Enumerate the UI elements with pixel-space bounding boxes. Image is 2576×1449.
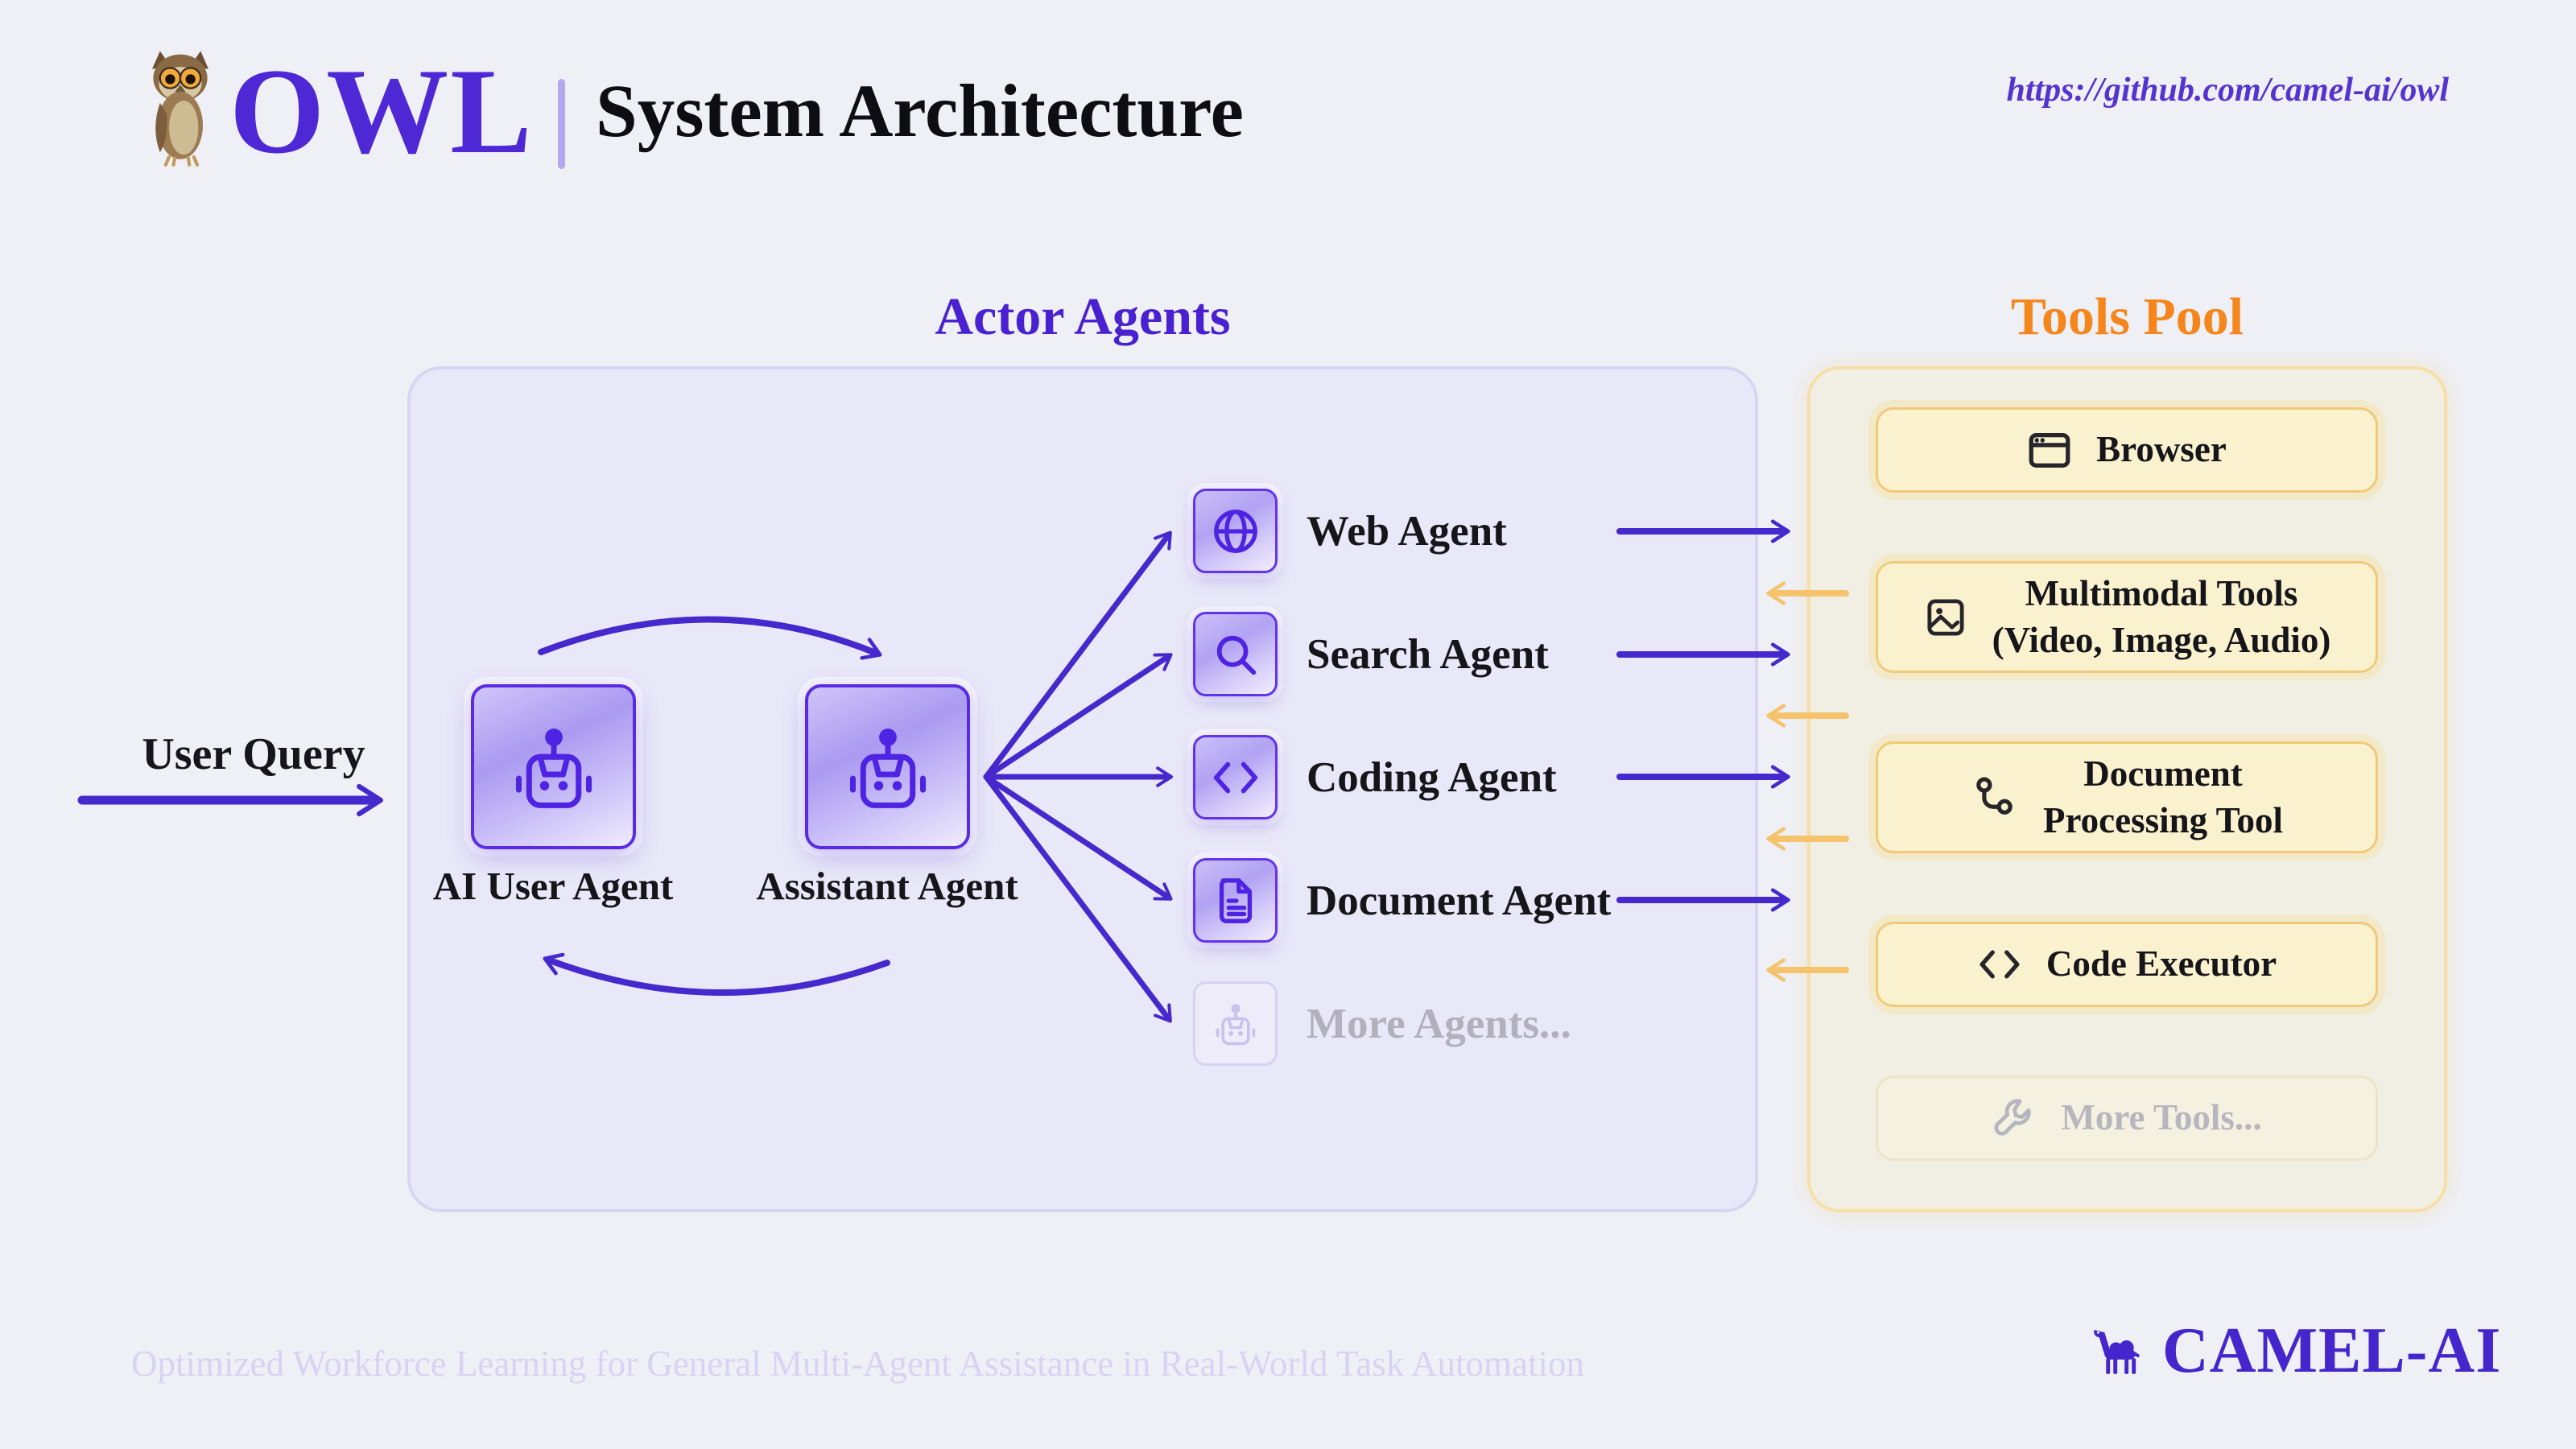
tool-label: Document Processing Tool (2043, 753, 2283, 840)
camel-ai-brand: CAMEL-AI (2085, 1315, 2501, 1388)
owl-logo-icon (152, 51, 208, 167)
assistant-agent-label: Assistant Agent (756, 864, 1018, 908)
brand-title: OWL (229, 43, 534, 179)
agent-row-more-agents: More Agents... (1193, 981, 1611, 1066)
user-query-label: User Query (142, 729, 365, 779)
search-icon (1193, 612, 1278, 696)
robot-icon (1193, 981, 1278, 1066)
robot-icon (836, 716, 939, 819)
agent-row-web-agent: Web Agent (1193, 489, 1611, 573)
actor-agents-title: Actor Agents (935, 287, 1231, 346)
tool-card-code-executor: Code Executor (1876, 922, 2378, 1007)
ai-user-agent-label: AI User Agent (432, 864, 674, 908)
agent-row-search-agent: Search Agent (1193, 612, 1611, 696)
agent-label: Coding Agent (1307, 753, 1557, 801)
agent-label: Web Agent (1307, 507, 1507, 555)
code-icon (1193, 735, 1278, 819)
camel-brand-text: CAMEL-AI (2162, 1315, 2502, 1386)
tool-card-more-tools: More Tools... (1876, 1075, 2378, 1161)
workflow-icon (1971, 774, 2019, 822)
footer-tagline: Optimized Workforce Learning for General… (131, 1344, 1584, 1384)
wrench-icon (1992, 1096, 2037, 1141)
tool-card-multimodal-tools: Multimodal Tools (Video, Image, Audio) (1876, 561, 2378, 673)
page-title: System Architecture (596, 70, 1244, 153)
tool-label: Multimodal Tools (Video, Image, Audio) (1992, 572, 2331, 660)
document-icon (1193, 858, 1278, 943)
assistant-agent-card (805, 684, 970, 849)
agent-label: Document Agent (1307, 877, 1612, 924)
tool-label: More Tools... (2061, 1097, 2262, 1138)
tool-card-document: Document Processing Tool (1876, 741, 2378, 853)
globe-icon (1193, 489, 1278, 573)
camel-icon (2094, 1329, 2140, 1374)
agent-row-coding-agent: Coding Agent (1193, 735, 1611, 819)
robot-icon (502, 716, 605, 819)
tool-label: Code Executor (2046, 943, 2277, 985)
browser-icon (2027, 427, 2072, 473)
agent-label: Search Agent (1307, 630, 1549, 678)
tools-pool-title: Tools Pool (2010, 287, 2244, 346)
github-repo-link[interactable]: https://github.com/camel-ai/owl (2006, 72, 2449, 109)
agent-row-document-agent: Document Agent (1193, 858, 1611, 943)
tool-card-browser: Browser (1876, 407, 2378, 493)
tool-label: Browser (2096, 429, 2227, 470)
header-divider (558, 79, 565, 169)
code-icon (1977, 942, 2022, 987)
ai-user-agent-card (471, 684, 636, 849)
image-icon (1923, 595, 1968, 640)
agent-label: More Agents... (1307, 1000, 1571, 1047)
